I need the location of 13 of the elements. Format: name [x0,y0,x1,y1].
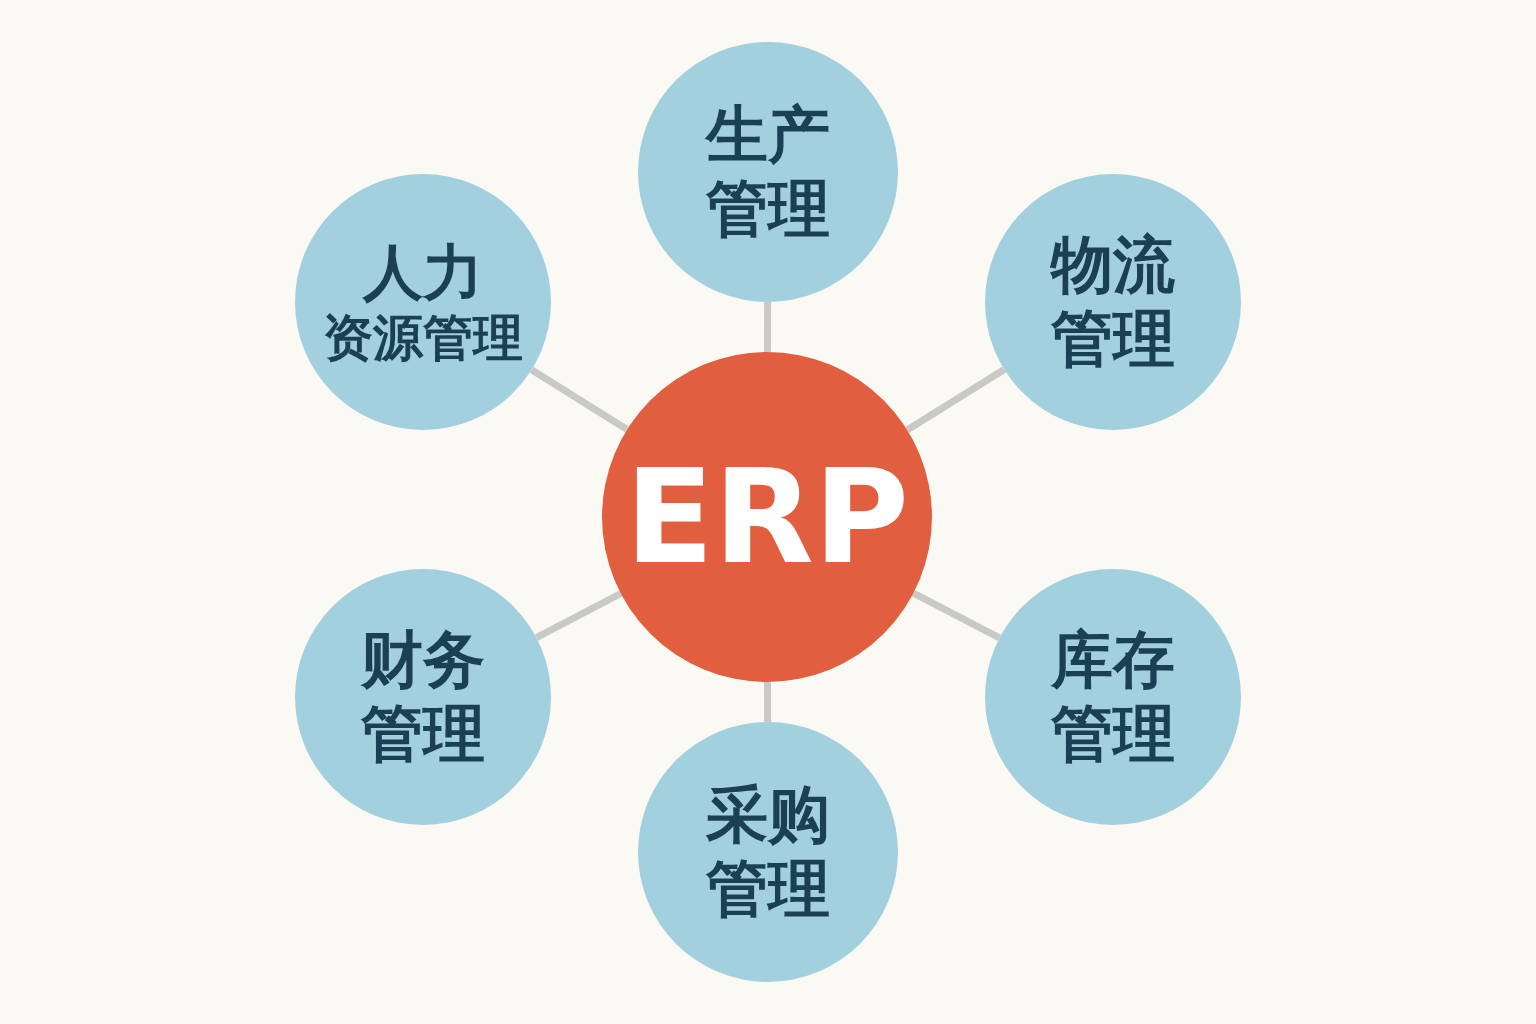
module-label: 物流管理 [1049,227,1176,377]
connector-line [534,590,623,641]
module-label: 财务管理 [359,622,486,772]
connector-line [764,302,772,352]
hub-label: ERP [623,440,911,595]
connector-line [764,682,772,722]
module-label: 采购管理 [705,777,831,927]
module-label: 人力资源管理 [322,236,524,368]
connector-line [911,590,1002,642]
connector-line [529,366,629,433]
module-label: 生产管理 [704,97,831,247]
connector-line [905,366,1007,433]
module-label: 库存管理 [1050,622,1176,772]
